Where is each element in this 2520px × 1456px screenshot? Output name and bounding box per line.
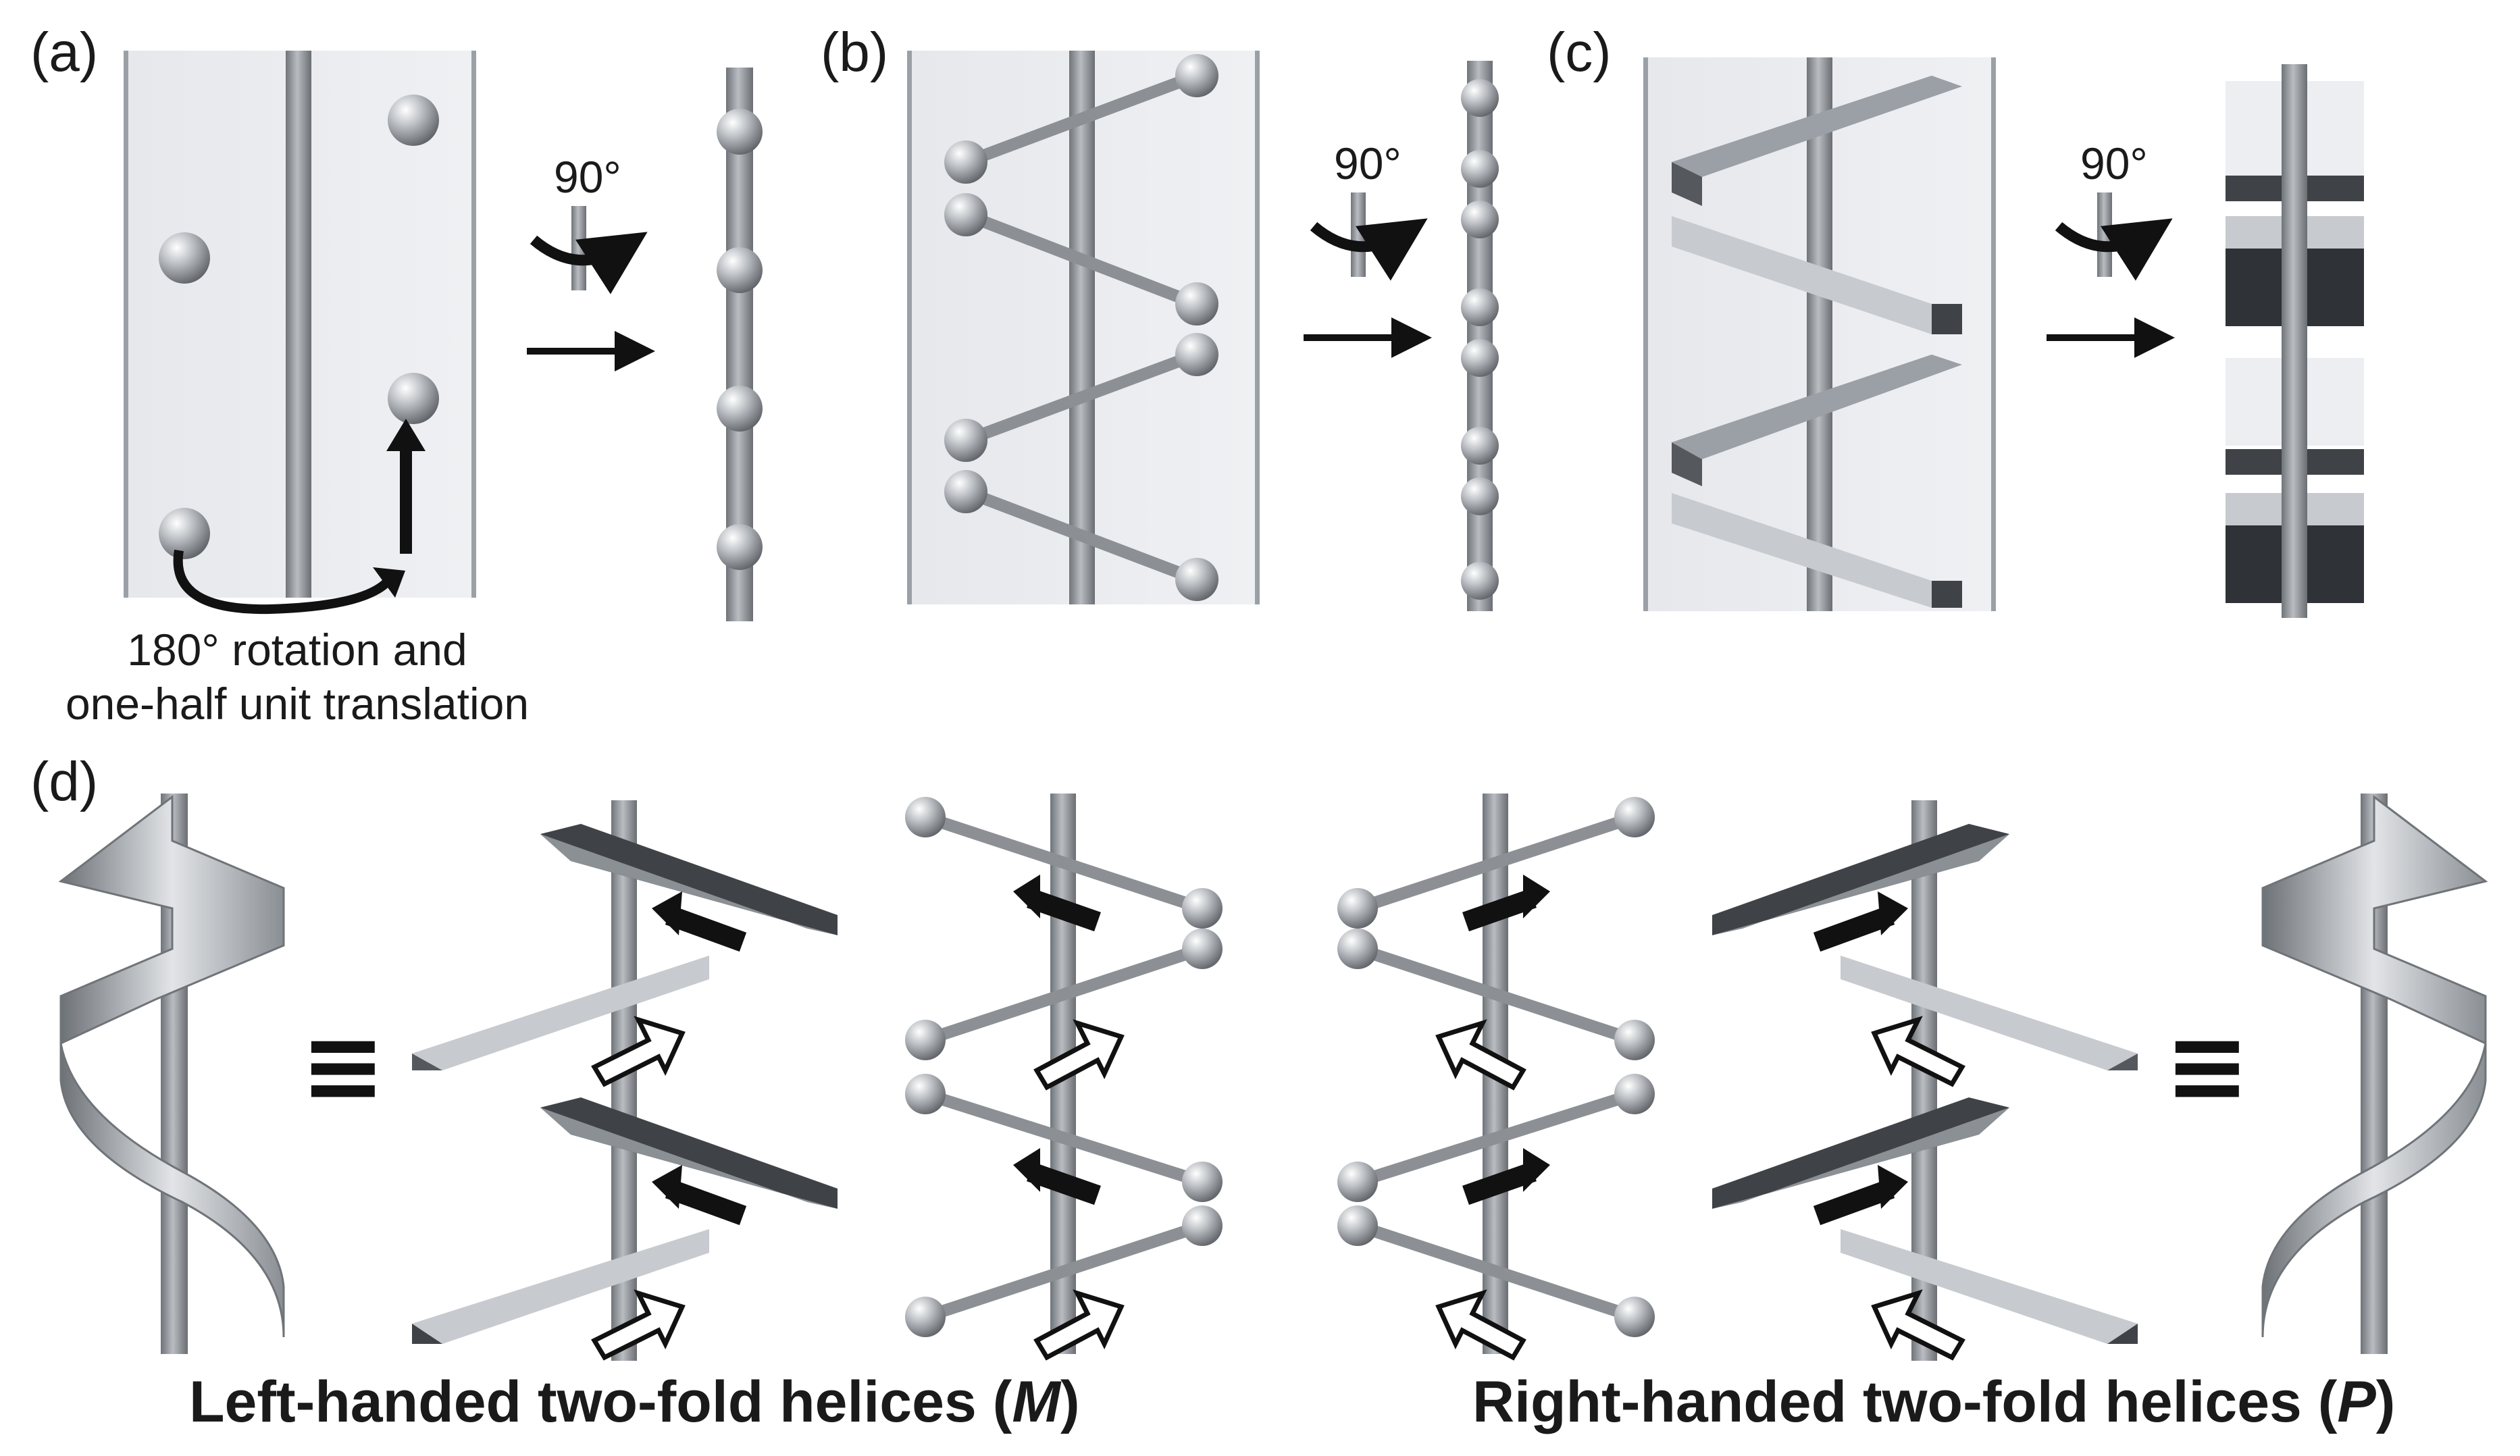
unit-ball [944,140,987,184]
unit-ball [944,193,987,236]
left-handed-bar-helix [412,800,838,1361]
panel-b: (b) 90° [821,22,1499,611]
translation-arrowhead [386,419,426,451]
right-handed-bar-helix [1712,800,2138,1361]
side-view-rod [1467,61,1493,611]
unit-ball [1175,558,1218,601]
panel-b-label: (b) [821,22,888,83]
annotation-line-2: one-half unit translation [66,679,529,729]
sheet-edge [1991,57,1996,611]
unit-ball [388,95,439,146]
caption-left-text: Left-handed two-fold helices ( [189,1370,1012,1434]
sheet-edge [1255,51,1260,604]
panel-d: (d) ≡ [30,751,2488,1434]
rotate-arrow-icon [530,232,648,294]
caption-left-close: ) [1060,1370,1080,1434]
caption-left-handed: Left-handed two-fold helices (M) [189,1370,1080,1434]
caption-left-symbol: M [1012,1370,1062,1434]
unit-ball [1175,282,1218,326]
panel-a-label: (a) [30,22,98,83]
translation-arrow [400,446,412,554]
panel-a: (a) 180° rotation and one-half unit tran… [30,22,763,729]
rotate-arrow-icon [1310,218,1428,281]
panel-c: (c) 90° [1547,22,2364,618]
rotation-arrowhead [373,567,405,598]
right-handed-ball-helix [1337,794,1655,1361]
unit-ball [944,470,987,513]
right-handed-ribbon-helix [2261,794,2488,1354]
caption-right-symbol: P [2337,1370,2376,1434]
equivalence-symbol-left: ≡ [301,1008,386,1125]
rotation-axis-icon [1351,192,1366,277]
caption-right-close: ) [2376,1370,2396,1434]
caption-right-handed: Right-handed two-fold helices (P) [1472,1370,2395,1434]
left-handed-ball-helix [905,794,1223,1361]
rotation-arrow [173,549,392,615]
bar-units [1672,76,1962,608]
connector-sticks [960,70,1203,586]
rotation-axis-icon [571,206,586,290]
sheet-edge [1643,57,1648,611]
side-view-ball [717,386,763,432]
side-view-ball [717,524,763,570]
annotation-line-1: 180° rotation and [127,625,467,675]
unit-ball [159,508,210,559]
equivalence-symbol-right: ≡ [2165,1008,2250,1125]
caption-right-text: Right-handed two-fold helices ( [1472,1370,2338,1434]
unit-ball [388,373,439,424]
sheet-edge [471,51,476,598]
side-view-ball [717,109,763,155]
panel-c-label: (c) [1547,22,1612,83]
panel-d-label: (d) [30,751,98,812]
rotation-angle-label: 90° [554,152,621,202]
side-view-stack [2226,64,2364,618]
sheet-edge [907,51,912,604]
rotation-axis-icon [2097,192,2112,277]
unit-ball [1175,333,1218,376]
unit-ball [944,419,987,462]
side-view-balls [1461,79,1499,600]
left-handed-ribbon-helix [58,794,285,1354]
helix-axis-rod [1807,57,1832,611]
sheet-edge [124,51,128,598]
rotate-arrow-icon [2055,218,2173,281]
rotation-angle-label: 90° [2080,138,2148,188]
helix-axis-rod [1069,51,1095,604]
rotation-angle-label: 90° [1334,138,1402,188]
unit-ball [1175,54,1218,97]
unit-ball [159,232,210,284]
side-view-ball [717,247,763,293]
helix-axis-rod [286,51,311,598]
